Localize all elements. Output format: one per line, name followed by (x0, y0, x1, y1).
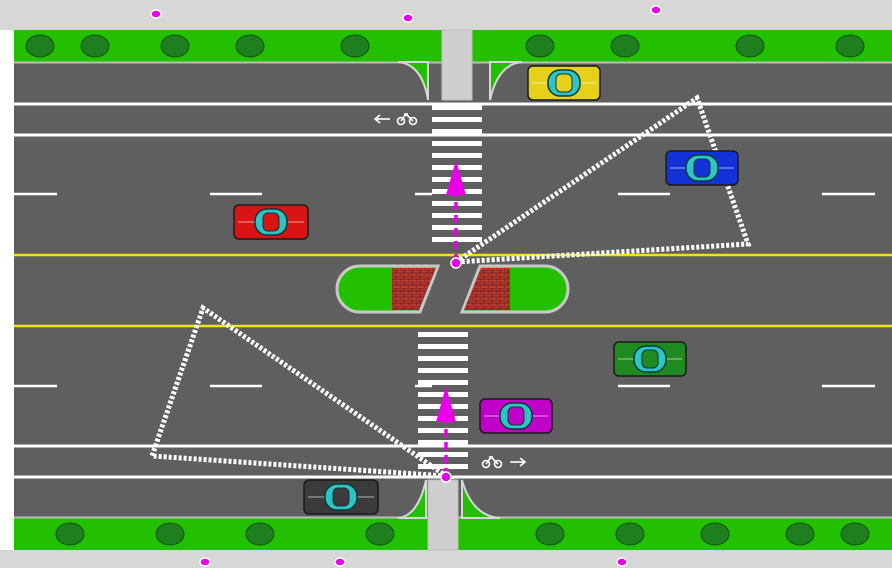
shrub-icon (536, 523, 564, 545)
shrub-icon (366, 523, 394, 545)
pedestrian-marker-icon (335, 558, 345, 566)
pedestrian-marker-icon (651, 6, 661, 14)
shrub-icon (161, 35, 189, 57)
shrub-icon (56, 523, 84, 545)
shrub-icon (736, 35, 764, 57)
car-icon (304, 480, 378, 514)
shrub-icon (526, 35, 554, 57)
crosswalk-bar (418, 464, 468, 469)
shrub-icon (786, 523, 814, 545)
shrub-icon (611, 35, 639, 57)
crosswalk-bar (418, 344, 468, 349)
pedestrian-marker-icon (403, 14, 413, 22)
shrub-icon (616, 523, 644, 545)
shrub-icon (246, 523, 274, 545)
car-icon (234, 205, 308, 239)
crosswalk-bar (432, 153, 482, 158)
pedestrian-marker-icon (200, 558, 210, 566)
crosswalk-bar (418, 428, 468, 433)
crosswalk-bar (418, 452, 468, 457)
shrub-icon (701, 523, 729, 545)
crosswalk-bar (418, 440, 468, 445)
shrub-icon (156, 523, 184, 545)
shrub-icon (236, 35, 264, 57)
car-icon (528, 66, 600, 100)
crosswalk-bar (418, 332, 468, 337)
crosswalk-bar (418, 392, 468, 397)
sidewalk-south (0, 550, 892, 568)
pedestrian-marker-icon (441, 472, 451, 482)
crosswalk-bar (432, 141, 482, 146)
crosswalk-bar (418, 368, 468, 373)
pedestrian-marker-icon (451, 258, 461, 268)
shrub-icon (341, 35, 369, 57)
crosswalk-bar (418, 356, 468, 361)
pedestrian-marker-icon (151, 10, 161, 18)
crosswalk-bar (432, 105, 482, 110)
shrub-icon (841, 523, 869, 545)
car-icon (614, 342, 686, 376)
car-icon (666, 151, 738, 185)
pedestrian-marker-icon (617, 558, 627, 566)
sidewalk-north (0, 0, 892, 30)
car-icon (480, 399, 552, 433)
crosswalk-bar (432, 117, 482, 122)
crosswalk-bar (432, 129, 482, 134)
shrub-icon (836, 35, 864, 57)
shrub-icon (81, 35, 109, 57)
shrub-icon (26, 35, 54, 57)
crosswalk-bar (418, 380, 468, 385)
